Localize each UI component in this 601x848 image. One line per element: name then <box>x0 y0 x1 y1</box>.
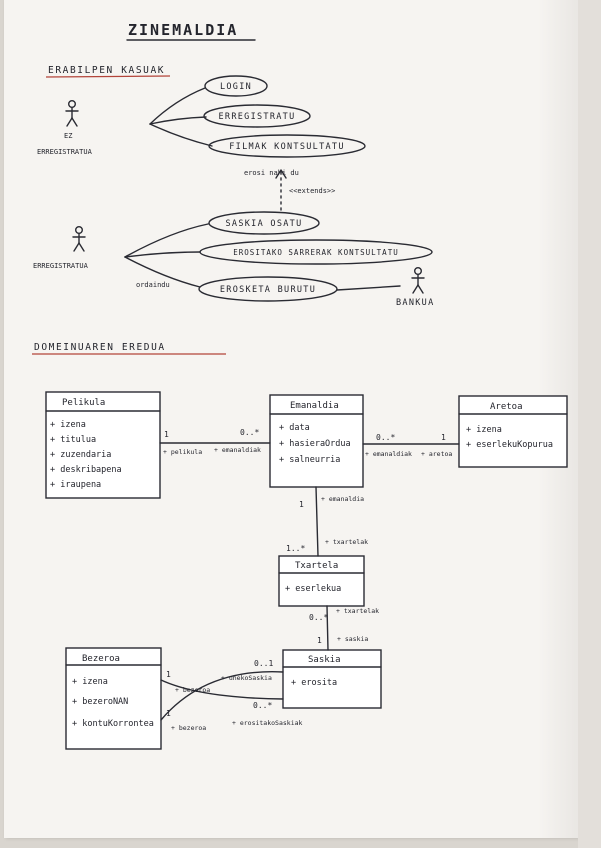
class-attr: + izena <box>50 420 86 430</box>
background-strip <box>578 0 601 848</box>
mult-label: 0..* <box>240 428 259 437</box>
mult-label: 1 <box>317 636 322 645</box>
usecase-basket-label: SASKIA OSATU <box>225 219 302 229</box>
assoc-line-browse <box>149 123 213 147</box>
usecase-browse-films: FILMAK KONTSULTATU <box>208 134 366 158</box>
mult-label: 1 <box>441 433 446 442</box>
class-bezeroa-name: Bezeroa <box>82 654 120 664</box>
class-attr: + izena <box>466 425 502 435</box>
class-attr: + deskribapena <box>50 465 122 475</box>
assoc-emanaldia-txartela <box>315 486 319 557</box>
class-aretoa: Aretoa + izena + eserlekuKopurua <box>458 395 568 468</box>
class-attr: + titulua <box>50 435 96 445</box>
role-label: + bezeroa <box>171 724 206 732</box>
mult-label: 0..* <box>253 701 272 710</box>
mult-label: 1 <box>166 709 171 718</box>
class-aretoa-name: Aretoa <box>490 402 523 412</box>
class-attr: + data <box>279 423 310 433</box>
domain-heading: DOMEINUAREN EREDUA <box>34 342 166 353</box>
class-attr: + eserlekuKopurua <box>466 440 553 450</box>
class-attr: + hasieraOrdua <box>279 439 351 449</box>
usecase-basket: SASKIA OSATU <box>208 211 320 235</box>
role-label: + unekoSaskia <box>221 674 272 682</box>
dependency-arrowhead <box>275 169 287 179</box>
class-attr: + iraupena <box>50 480 101 490</box>
actor-registered-label: ERREGISTRATUA <box>33 262 89 270</box>
class-bezeroa: Bezeroa + izena + bezeroNAN + kontuKorro… <box>65 647 162 750</box>
usecase-register: ERREGISTRATU <box>203 104 311 128</box>
actor-unregistered <box>65 99 79 127</box>
role-label: + pelikula <box>163 448 202 456</box>
class-emanaldia: Emanaldia + data + hasieraOrdua + salneu… <box>269 394 364 488</box>
assoc-line-basket <box>124 223 209 258</box>
assoc-line-bank <box>336 285 401 291</box>
class-saskia-name: Saskia <box>308 655 341 665</box>
mult-label: 1 <box>164 430 169 439</box>
class-pelikula: Pelikula + izena + titulua + zuzendaria … <box>45 391 161 499</box>
class-attr: + salneurria <box>279 455 340 465</box>
class-txartela: Txartela + eserlekua <box>278 555 365 607</box>
assoc-line-check <box>124 251 201 258</box>
assoc-txartela-saskia <box>326 605 329 651</box>
usecase-pay: EROSKETA BURUTU <box>198 276 338 302</box>
role-label: + emanaldiak <box>365 450 412 458</box>
assoc-bezeroa-saskia-erositakoak <box>160 679 284 700</box>
role-label: + erositakoSaskiak <box>232 719 303 727</box>
class-attr: + kontuKorrontea <box>72 719 154 729</box>
usecase-check-bought-label: EROSITAKO SARRERAK KONTSULTATU <box>233 248 398 257</box>
class-txartela-name: Txartela <box>295 561 338 571</box>
usecase-check-bought: EROSITAKO SARRERAK KONTSULTATU <box>199 239 433 265</box>
assoc-line-register <box>149 116 207 125</box>
use-cases-heading-underline <box>45 75 171 78</box>
class-saskia: Saskia + erosita <box>282 649 382 709</box>
pay-label: ordaindu <box>136 281 170 289</box>
role-label: + txartelak <box>336 607 379 615</box>
mult-label: 1 <box>299 500 304 509</box>
include-label: erosi nahi du <box>244 169 299 177</box>
role-label: + saskia <box>337 635 368 643</box>
role-label: + emanaldia <box>321 495 364 503</box>
usecase-login-label: LOGIN <box>220 82 252 92</box>
assoc-bezeroa-saskia-unekoa <box>160 671 284 721</box>
page-title: ZINEMALDIA <box>128 21 238 39</box>
use-cases-heading: ERABILPEN KASUAK <box>48 65 165 76</box>
role-label: + txartelak <box>325 538 368 546</box>
actor-bank-label: BANKUA <box>396 298 435 308</box>
class-attr: + zuzendaria <box>50 450 111 460</box>
mult-label: 1..* <box>286 544 305 553</box>
assoc-line-login <box>149 87 206 125</box>
mult-label: 0..1 <box>254 659 273 668</box>
actor-unregistered-label-1: EZ <box>64 132 72 140</box>
assoc-line-pay <box>124 256 201 288</box>
class-attr: + bezeroNAN <box>72 697 128 707</box>
role-label: + aretoa <box>421 450 452 458</box>
usecase-browse-films-label: FILMAK KONTSULTATU <box>229 142 345 152</box>
mult-label: 1 <box>166 670 171 679</box>
actor-unregistered-label-2: ERREGISTRATUA <box>37 148 93 156</box>
usecase-register-label: ERREGISTRATU <box>218 112 295 122</box>
mult-label: 0..* <box>309 613 328 622</box>
class-attr: + eserlekua <box>285 584 341 594</box>
actor-bank <box>411 267 425 294</box>
class-emanaldia-name: Emanaldia <box>290 401 339 411</box>
usecase-login: LOGIN <box>204 75 268 97</box>
extends-label: <<extends>> <box>289 187 335 195</box>
class-attr: + izena <box>72 677 108 687</box>
usecase-pay-label: EROSKETA BURUTU <box>220 285 316 295</box>
class-pelikula-name: Pelikula <box>62 398 105 408</box>
role-label: + bezeroa <box>175 686 210 694</box>
role-label: + emanaldiak <box>214 446 261 454</box>
class-attr: + erosita <box>291 678 337 688</box>
mult-label: 0..* <box>376 433 395 442</box>
actor-registered <box>72 225 86 252</box>
